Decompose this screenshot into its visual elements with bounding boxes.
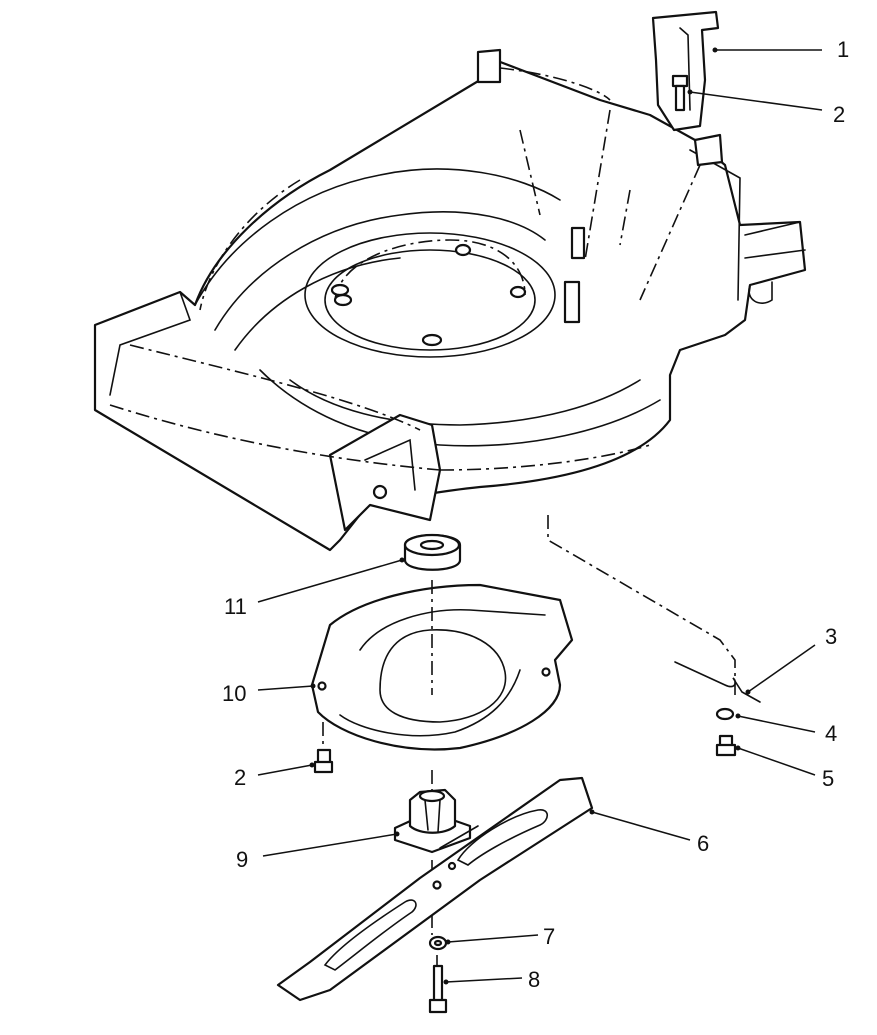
- part-1-bracket: [651, 10, 720, 132]
- callout-2-upper: 2: [833, 102, 845, 127]
- callout-10: 10: [222, 681, 246, 706]
- callout-1: 1: [837, 37, 849, 62]
- part-5-nut: [715, 734, 737, 757]
- callout-3: 3: [825, 624, 837, 649]
- callout-leaders: [257, 47, 823, 985]
- hidden-line-deck-to-baffle-clip: [547, 515, 736, 700]
- callout-8: 8: [528, 967, 540, 992]
- callout-11: 11: [224, 594, 247, 619]
- part-2-bolt-lower: [313, 722, 334, 774]
- assembly-center-line: [431, 580, 438, 970]
- part-11-bearing-spacer: [403, 533, 462, 571]
- callout-9: 9: [236, 847, 248, 872]
- callout-5: 5: [822, 766, 834, 791]
- callout-4: 4: [825, 721, 837, 746]
- callout-labels: 1 2 3 4 5 6 7 8 9 10 2 11: [222, 37, 849, 992]
- mower-deck-housing: [93, 48, 807, 552]
- callout-7: 7: [543, 924, 555, 949]
- part-6-blade: [276, 776, 594, 1002]
- part-2-bolt-upper: [671, 74, 689, 112]
- part-10-baffle-plate: [310, 583, 574, 751]
- part-3-clip: [674, 661, 761, 703]
- part-8-blade-bolt: [428, 964, 448, 1014]
- part-7-lock-washer: [428, 935, 448, 951]
- callout-2-lower: 2: [234, 765, 246, 790]
- part-9-blade-adapter: [393, 788, 472, 854]
- part-4-washer: [715, 707, 735, 721]
- callout-6: 6: [697, 831, 709, 856]
